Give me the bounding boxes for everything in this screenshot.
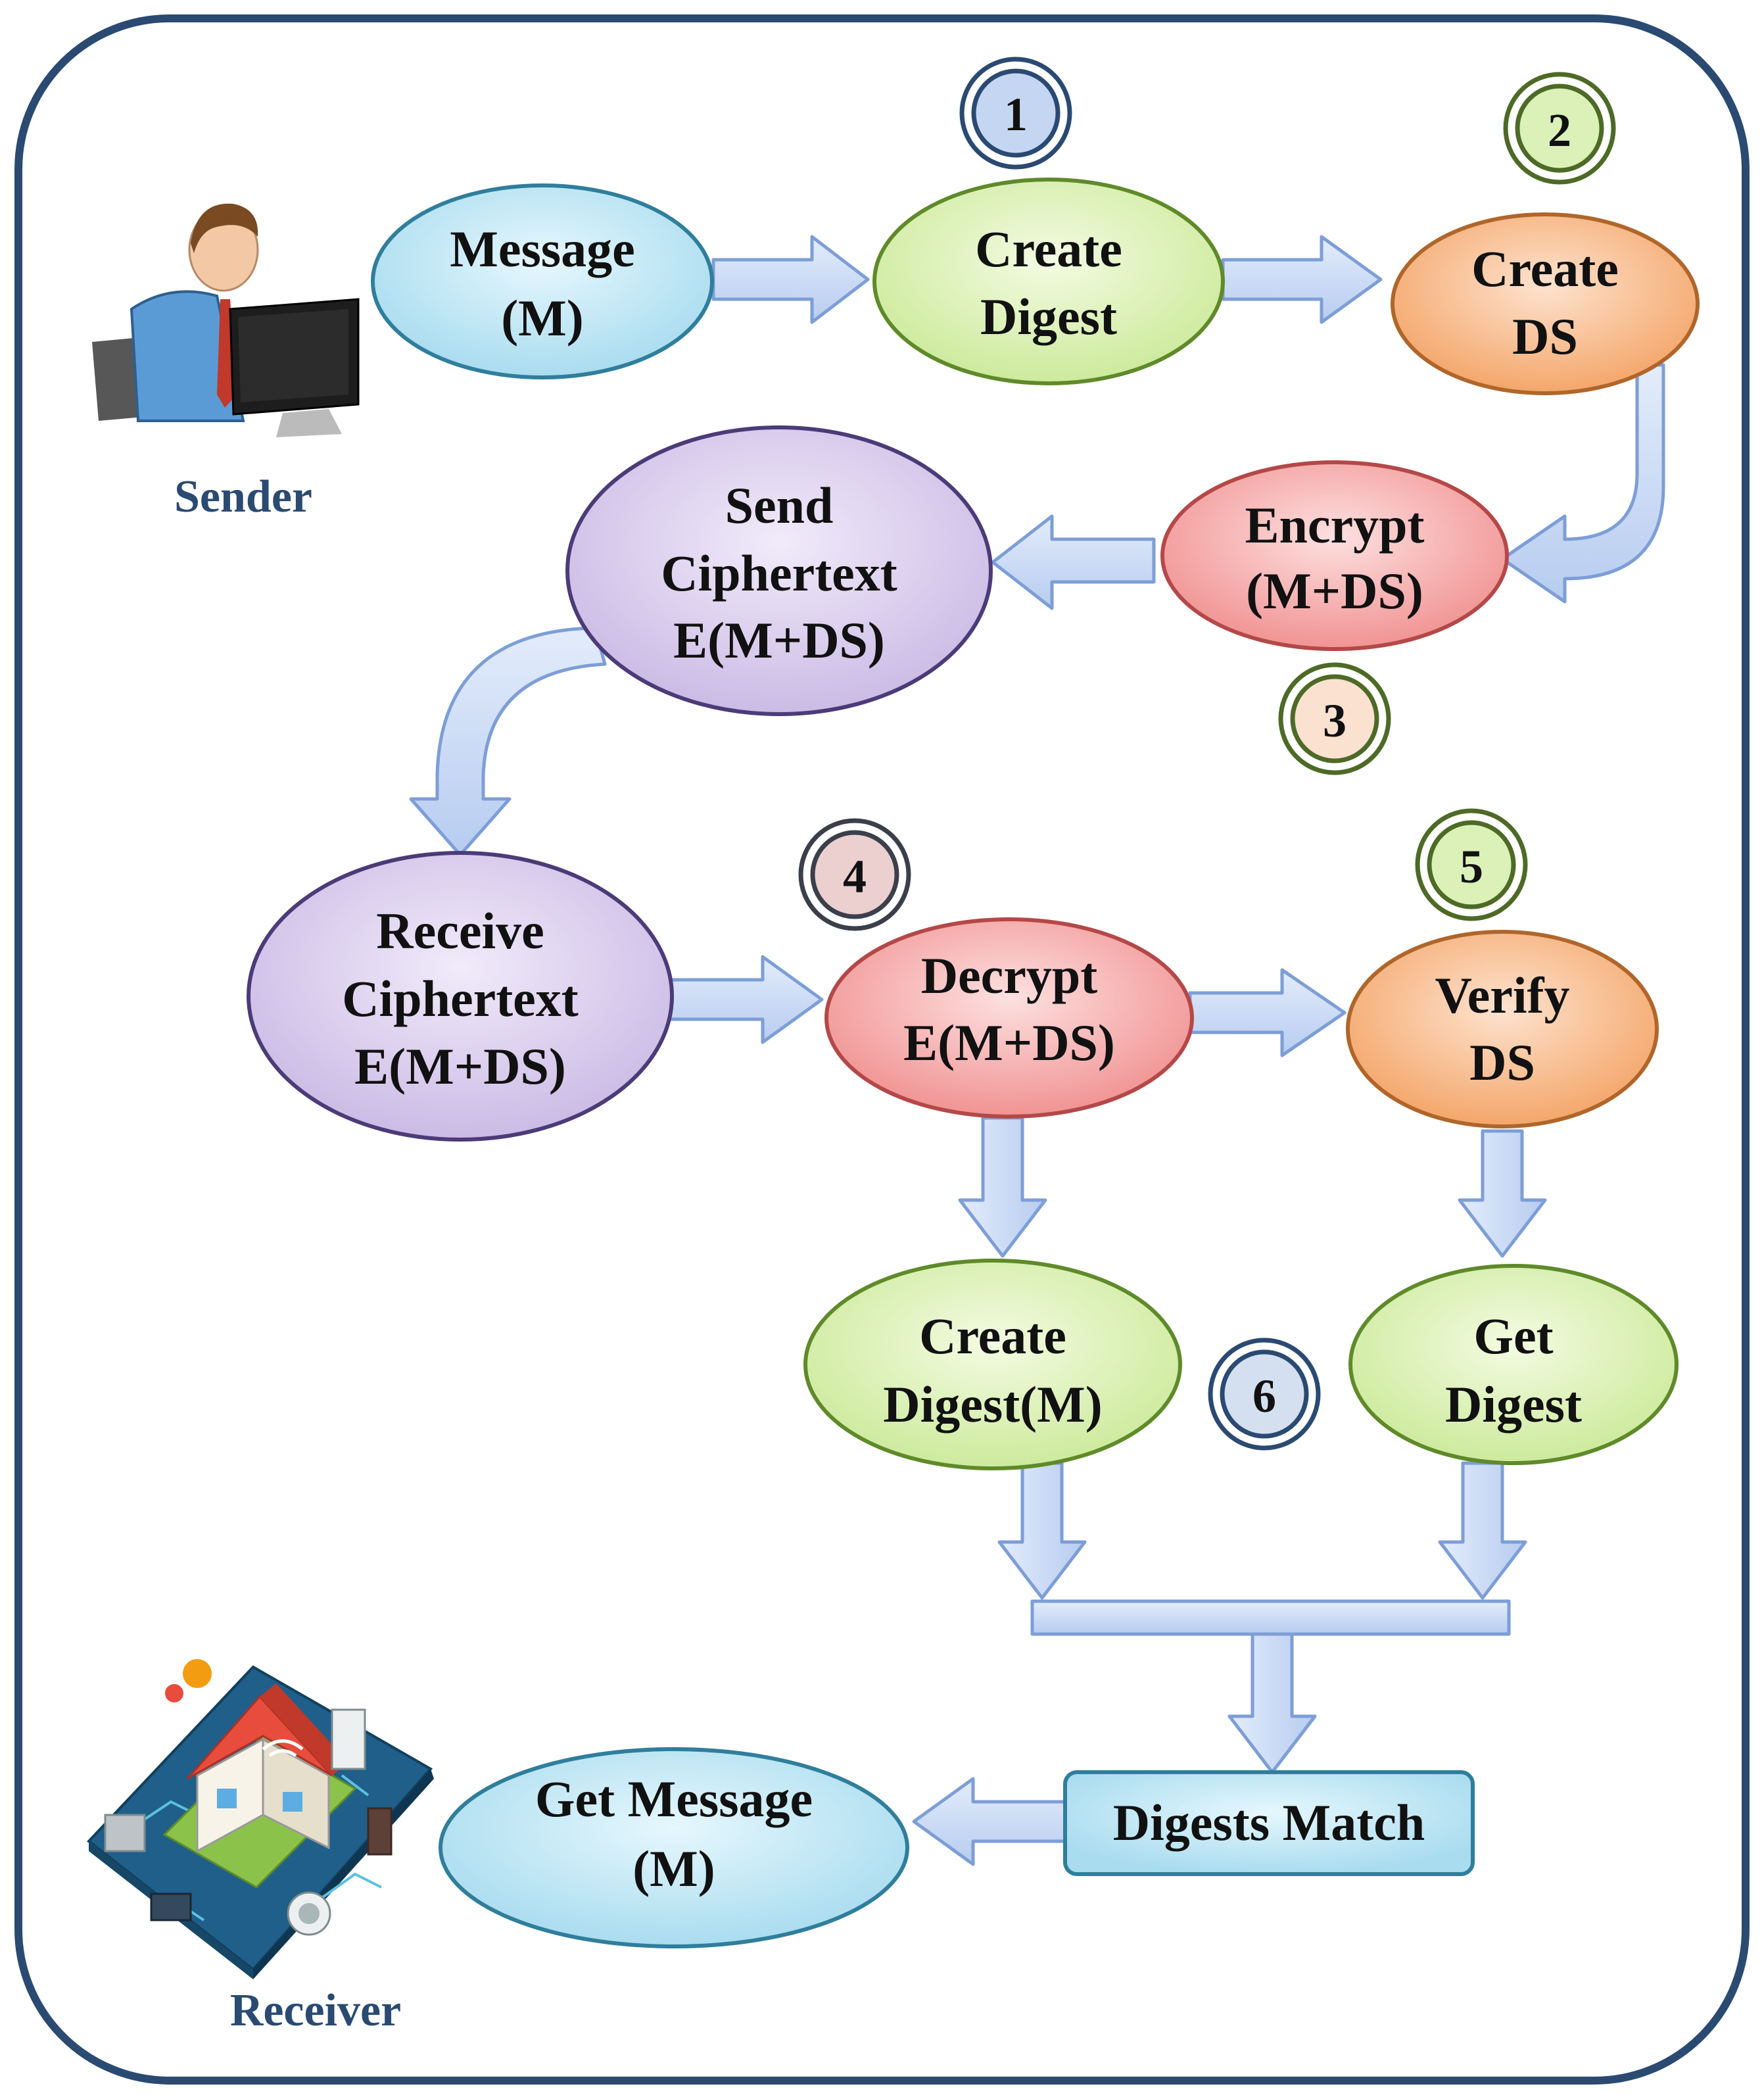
node-send-line2: Ciphertext — [661, 544, 897, 602]
node-encrypt: Encrypt (M+DS) — [1160, 460, 1509, 651]
node-create-digest: Create Digest — [872, 178, 1225, 385]
node-create-ds-line2: DS — [1512, 308, 1578, 365]
node-digests-match-label: Digests Match — [1113, 1794, 1425, 1851]
node-get-digest-line1: Get — [1473, 1307, 1553, 1364]
node-create-digest-m: Create Digest(M) — [803, 1259, 1182, 1470]
node-create-digest-m-line2: Digest(M) — [883, 1376, 1103, 1433]
step-badge-2-label: 2 — [1548, 104, 1571, 157]
sender-illustration — [92, 203, 360, 437]
step-badge-3: 3 — [1278, 662, 1391, 775]
node-get-message-line2: (M) — [632, 1840, 715, 1897]
step-badge-5: 5 — [1415, 808, 1528, 921]
node-encrypt-line2: (M+DS) — [1246, 562, 1423, 619]
sender-label: Sender — [174, 471, 312, 522]
receiver-label: Receiver — [230, 1985, 401, 2036]
join-bar — [1030, 1599, 1511, 1636]
arrow-receive-to-decrypt — [665, 955, 824, 1044]
node-send-ciphertext: Send Ciphertext E(M+DS) — [565, 425, 993, 716]
arrow-getdigest-down — [1438, 1461, 1527, 1600]
node-get-message: Get Message (M) — [439, 1747, 909, 1948]
node-message: Message (M) — [371, 183, 714, 379]
node-encrypt-line1: Encrypt — [1245, 496, 1425, 554]
node-get-digest-line2: Digest — [1445, 1376, 1582, 1433]
step-badge-1-label: 1 — [1004, 88, 1028, 141]
arrow-join-to-match — [1228, 1632, 1317, 1774]
arrows — [409, 235, 1665, 1866]
arrow-ds-to-encrypt — [1500, 363, 1665, 604]
step-badge-6-label: 6 — [1252, 1370, 1276, 1422]
arrow-match-to-getmessage — [912, 1777, 1067, 1866]
step-badge-4: 4 — [798, 818, 911, 931]
node-decrypt-line1: Decrypt — [921, 947, 1098, 1004]
arrow-decrypt-to-verify — [1188, 968, 1347, 1057]
node-create-digest-line2: Digest — [980, 288, 1117, 345]
node-message-line2: (M) — [501, 289, 584, 347]
step-badge-4-label: 4 — [843, 850, 867, 903]
step-badge-6: 6 — [1208, 1338, 1321, 1451]
node-verify-line1: Verify — [1435, 967, 1569, 1024]
node-create-digest-m-line1: Create — [919, 1307, 1066, 1364]
node-decrypt-line2: E(M+DS) — [903, 1014, 1115, 1071]
node-receive-line3: E(M+DS) — [354, 1038, 566, 1095]
receiver-illustration — [87, 1659, 434, 1979]
node-send-line1: Send — [725, 477, 834, 534]
node-create-ds: Create DS — [1391, 212, 1700, 395]
node-receive-ciphertext: Receive Ciphertext E(M+DS) — [247, 851, 674, 1142]
arrow-decrypt-to-digestm — [958, 1116, 1047, 1258]
arrow-encrypt-to-send — [991, 514, 1156, 610]
step-badge-1: 1 — [959, 57, 1072, 170]
node-get-digest: Get Digest — [1348, 1264, 1679, 1465]
node-verify-ds: Verify DS — [1346, 930, 1659, 1128]
node-verify-line2: DS — [1469, 1034, 1535, 1091]
step-badge-5-label: 5 — [1460, 840, 1483, 893]
outer-frame — [14, 14, 1750, 2085]
node-digests-match: Digests Match — [1063, 1770, 1475, 1876]
node-receive-line1: Receive — [376, 902, 544, 959]
node-get-message-line1: Get Message — [535, 1770, 813, 1827]
arrow-digestm-down — [997, 1461, 1087, 1600]
arrow-digest-to-ds — [1221, 235, 1383, 324]
node-send-line3: E(M+DS) — [673, 612, 885, 669]
arrow-verify-to-getdigest — [1458, 1129, 1547, 1258]
node-decrypt: Decrypt E(M+DS) — [824, 917, 1194, 1119]
arrow-send-to-receive — [409, 626, 607, 857]
step-badge-3-label: 3 — [1323, 694, 1347, 747]
arrow-message-to-digest — [711, 235, 870, 324]
node-receive-line2: Ciphertext — [342, 970, 579, 1027]
node-create-digest-line1: Create — [975, 220, 1122, 277]
step-badge-2: 2 — [1503, 72, 1616, 185]
node-create-ds-line1: Create — [1471, 240, 1619, 297]
node-message-line1: Message — [450, 220, 635, 277]
